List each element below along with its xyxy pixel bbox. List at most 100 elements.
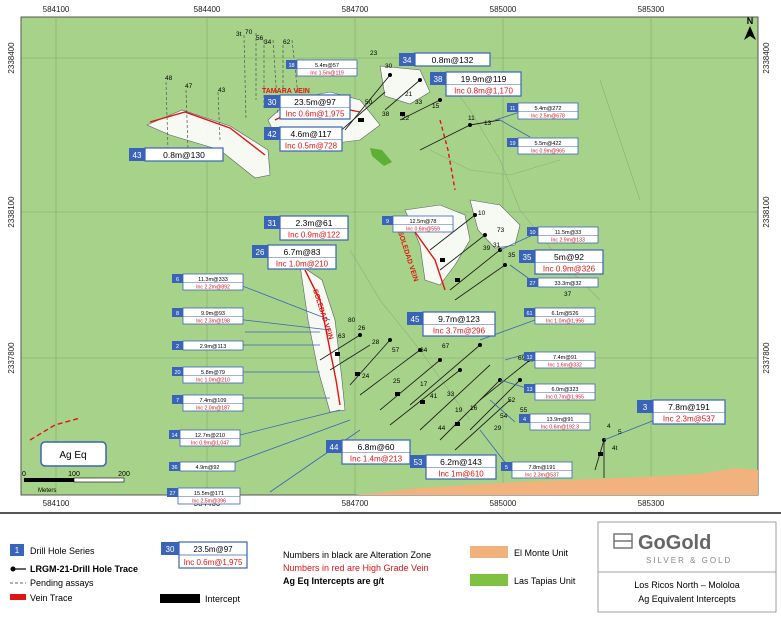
hole-number-label: 52 [508,397,516,404]
legend-drill-series-num: 1 [15,546,20,555]
hole-series-tag [519,250,535,263]
ag-eq-label: Ag Eq [59,450,86,461]
grid-x-label: 584100 [43,499,70,508]
intercept-high-grade-value: Inc 1.0m@210 [196,378,230,384]
hole-number-label: 50 [365,99,373,106]
intercept-high-grade-value: Inc 0.9m@326 [543,265,596,274]
hole-series-number: 19 [509,141,515,147]
hole-series-number: 36 [171,465,177,471]
grid-y-label: 2337800 [7,342,16,374]
hole-series-tag [519,414,530,423]
hole-number-label: 10 [478,210,486,217]
legend-intercept: Intercept [205,594,241,604]
intercept-main-value: 4.6m@117 [290,129,331,139]
hole-series-number: 11 [510,106,516,112]
intercept-high-grade-value: Inc 0.6m@192.3 [541,425,579,431]
company-tagline: SILVER & GOLD [646,556,732,565]
intercept-high-grade-value: Inc 1.0m@1,956 [546,319,584,325]
intercept-box [279,215,349,241]
vein-name-tamara: TAMARA VEIN [262,88,310,95]
intercept-high-grade-value: Inc 0.6m@1,975 [286,110,345,119]
hole-number-label: 47 [185,83,193,90]
intercept-main-value: 0.8m@132 [432,55,474,65]
hole-series-tag [326,440,342,453]
hole-series-tag [172,341,183,350]
intercept-box [177,487,241,505]
hole-series-tag [524,384,535,393]
intercept-box [182,307,244,325]
legend-las-tapias: Las Tapias Unit [514,576,576,586]
intercept-box [534,383,596,401]
legend-note-units: Ag Eq Intercepts are g/t [283,576,384,586]
hole-series-number: 9 [386,219,389,225]
intercept-box [179,461,236,472]
hole-series-tag [524,308,535,317]
hole-series-tag [507,103,518,112]
intercept-high-grade-value: Inc 2.3m@537 [525,473,559,479]
north-arrow: N [744,16,756,40]
hole-series-number: 12 [526,355,532,361]
intercept-box [182,394,244,412]
intercept-box [179,429,241,447]
hole-number-label: 62 [283,39,291,46]
intercept-high-grade-value: Inc 1.6m@332 [548,363,582,369]
hole-number-label: 70 [245,29,253,36]
vein-zones [146,65,521,413]
hole-number-label: 11 [468,115,475,122]
hole-series-number: 26 [256,248,265,257]
hole-series-number: 4 [523,417,526,423]
hole-number-label: 30 [385,63,393,70]
hole-number-label: 21 [405,91,413,98]
intercept-main-value: 19.9m@119 [461,74,507,84]
hole-series-number: 35 [523,253,532,262]
drill-collars [358,73,606,442]
legend-sample-id: 30 [166,545,175,554]
legend-sample-inc: Inc 0.6m@1,975 [184,558,243,567]
hole-number-label: 3t [236,31,242,38]
intercept-main-value: 5.4m@57 [315,63,339,69]
intercept-box [341,439,411,465]
intercept-main-value: 9.9m@93 [201,311,225,317]
north-arrow-icon [744,26,756,40]
intercept-high-grade-value: Inc 1m@610 [438,470,484,479]
hole-series-tag [507,138,518,147]
intercept-box [537,226,599,244]
hole-series-tag [399,53,415,66]
grid-lines [21,17,758,495]
grid-y-label: 2338100 [762,196,771,228]
intercept-box [529,413,591,431]
intercept-main-value: 6.1m@526 [552,311,579,317]
scale-tick: 100 [68,471,80,478]
intercept-main-value: 5m@92 [554,252,584,262]
hole-number-label: 28 [372,339,380,346]
intercept-high-grade-value: Inc 2.3m@537 [663,415,716,424]
hole-number-label: 33 [415,99,423,106]
hole-series-number: 2 [176,344,179,350]
intercept-main-value: 15.5m@171 [194,491,224,497]
intercept-box [534,351,596,369]
hole-series-number: 20 [174,370,180,376]
legend-el-monte-swatch [470,546,508,558]
intercept-box [414,52,491,67]
grid-x-label: 585300 [638,499,665,508]
hole-number-label: 33 [447,391,455,398]
legend-vein-trace: Vein Trace [30,593,73,603]
hole-series-number: 27 [529,281,535,287]
hole-series-tag [430,72,446,85]
hole-series-number: 6 [176,277,179,283]
hole-number-label: 19 [455,407,463,414]
hole-series-tag [252,245,268,258]
hole-number-label: 4 [607,423,611,430]
hole-number-label: 16 [470,405,478,412]
intercept-box [182,273,244,291]
intercept-box [537,277,599,288]
scale-tick: 0 [22,471,26,478]
